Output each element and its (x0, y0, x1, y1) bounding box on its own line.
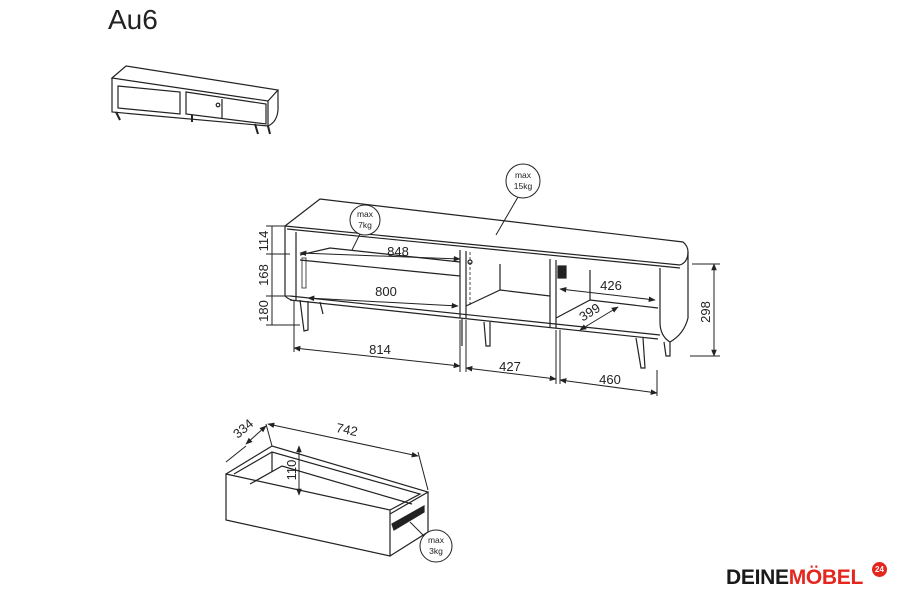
drawer-dimension-lines (225, 422, 429, 496)
dim-168: 168 (256, 264, 271, 286)
dim-460: 460 (599, 372, 621, 387)
logo-part2: MÖBEL (788, 566, 864, 589)
dim-298: 298 (698, 301, 713, 323)
load-drawer-line2: 3kg (429, 546, 443, 556)
drawer-drawing (225, 445, 430, 557)
dim-800: 800 (375, 284, 397, 299)
logo-badge: 24 (872, 562, 887, 577)
thumbnail-tv-stand (110, 65, 280, 135)
dim-180: 180 (256, 300, 271, 322)
load-top-line2: 15kg (514, 181, 533, 191)
dimension-labels: 114 168 180 848 800 426 399 298 814 427 … (256, 231, 713, 387)
load-callout-shelf: max 7kg (349, 204, 381, 251)
load-callout-top: max 15kg (495, 163, 541, 236)
dim-114: 114 (256, 231, 271, 252)
load-shelf-line2: 7kg (358, 220, 372, 230)
model-title: Au6 (108, 4, 158, 35)
dimension-lines (266, 225, 720, 396)
logo-part1: DEINE (726, 566, 789, 589)
dim-426: 426 (600, 278, 622, 293)
dim-848: 848 (387, 244, 409, 259)
dim-427: 427 (499, 359, 521, 374)
load-top-line1: max (515, 170, 532, 180)
dim-334: 334 (230, 416, 256, 441)
load-drawer-line1: max (428, 535, 445, 545)
load-shelf-line1: max (357, 209, 374, 219)
deinemoebel-logo: DEINEMÖBEL 24 (726, 562, 887, 590)
tv-stand-drawing (284, 198, 689, 369)
dim-742: 742 (335, 420, 359, 439)
dim-399: 399 (576, 300, 602, 324)
dim-110: 110 (284, 460, 299, 481)
load-callout-drawer: max 3kg (409, 521, 453, 563)
dim-814: 814 (369, 342, 391, 357)
